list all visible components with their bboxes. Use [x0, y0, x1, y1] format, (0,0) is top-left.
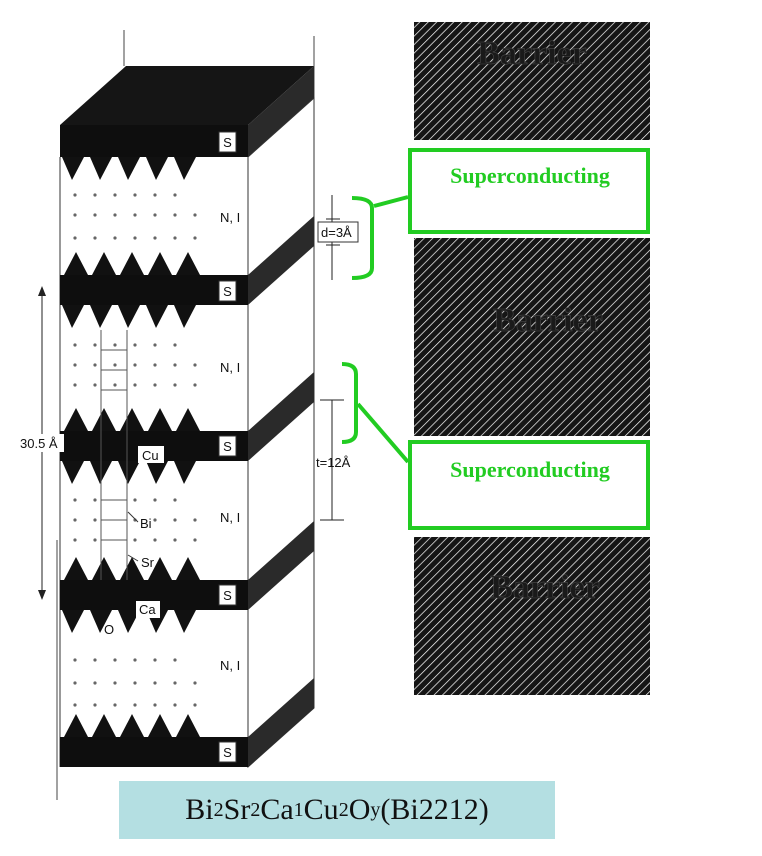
svg-text:d=3Å: d=3Å	[321, 225, 352, 240]
s-label-box: S	[218, 435, 237, 457]
barrier-block: Barrier	[414, 22, 650, 140]
s-layer	[60, 216, 314, 305]
formula-text: O	[348, 793, 371, 826]
formula-subscript: 2	[250, 798, 261, 821]
formula-text: Bi	[185, 793, 214, 826]
atom-label-sr: Sr	[141, 555, 155, 570]
cuo-pyramids-row	[64, 714, 200, 737]
svg-text:S: S	[223, 745, 232, 760]
formula-subscript: 1	[293, 798, 304, 821]
atom-label-o: O	[104, 622, 114, 637]
svg-text:S: S	[223, 439, 232, 454]
green-bracket	[341, 362, 410, 464]
formula-text: Cu	[303, 793, 339, 826]
cuo-pyramids-row	[62, 157, 196, 180]
s-label-box: S	[218, 741, 237, 763]
period-dimension: 30.5 Å	[18, 286, 64, 600]
region-label: N, I	[220, 360, 240, 375]
formula-subscript: y	[370, 798, 381, 821]
s-label-box: S	[218, 280, 237, 302]
formula-text: (Bi2212)	[380, 793, 489, 826]
superconducting-block: Superconducting	[408, 148, 650, 234]
t-dimension: t=12Å	[316, 399, 351, 521]
s-label-box: S	[218, 584, 237, 606]
atom-dots	[73, 193, 197, 707]
svg-text:Barrier: Barrier	[493, 302, 603, 339]
atom-label-cu: Cu	[142, 448, 159, 463]
svg-text:t=12Å: t=12Å	[316, 455, 351, 470]
region-label: N, I	[220, 510, 240, 525]
cuo-pyramids-row	[62, 252, 200, 328]
svg-text:S: S	[223, 588, 232, 603]
s-layer	[60, 678, 314, 767]
green-bracket	[351, 195, 409, 280]
s-label-box: S	[218, 131, 237, 153]
atom-label-ca: Ca	[139, 602, 156, 617]
formula-subscript: 2	[213, 798, 224, 821]
cuo-pyramids-row	[62, 408, 200, 484]
cuo-pyramids-row	[62, 557, 200, 633]
unit-cell-ladder	[100, 330, 128, 580]
formula-text: Sr	[223, 793, 251, 826]
superconducting-block: Superconducting	[408, 440, 650, 530]
region-label: N, I	[220, 658, 240, 673]
atom-label-bi: Bi	[140, 516, 152, 531]
d-dimension: d=3Å	[317, 195, 359, 280]
atom-labels: Cu Bi Sr Ca O	[104, 446, 164, 637]
formula-subscript: 2	[338, 798, 349, 821]
svg-text:30.5 Å: 30.5 Å	[20, 436, 58, 451]
svg-text:Superconducting: Superconducting	[450, 457, 610, 482]
svg-text:S: S	[223, 135, 232, 150]
svg-text:Barrier: Barrier	[477, 35, 587, 72]
region-label: N, I	[220, 210, 240, 225]
svg-text:Superconducting: Superconducting	[450, 163, 610, 188]
formula-text: Ca	[260, 793, 294, 826]
barrier-block: Barrier	[414, 238, 650, 436]
top-slab	[60, 66, 314, 157]
svg-text:Barrier: Barrier	[490, 569, 600, 606]
barrier-block: Barrier	[414, 537, 650, 695]
svg-text:S: S	[223, 284, 232, 299]
